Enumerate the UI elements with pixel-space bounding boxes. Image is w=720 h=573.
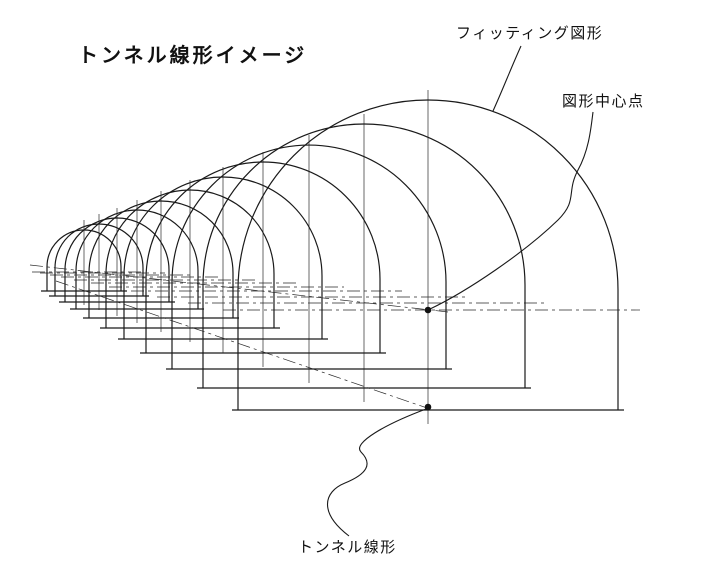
fitting-figure-label: フィッティング図形 <box>456 24 603 42</box>
tunnel-alignment-label: トンネル線形 <box>298 538 397 556</box>
tunnel-section-9 <box>40 214 165 310</box>
center-point-dot <box>424 403 432 411</box>
tunnel-section-0 <box>223 90 640 424</box>
tunnel-alignment-axis-line <box>55 280 431 410</box>
center-point-dot <box>424 306 432 314</box>
tunnel-section-6 <box>74 191 255 332</box>
section-arch-profile <box>88 200 234 318</box>
section-arch-profile <box>105 189 275 328</box>
tunnel-section-1 <box>188 114 547 402</box>
section-arch-profile <box>64 217 170 302</box>
section-arch-profile <box>145 161 381 353</box>
tunnel-section-7 <box>61 200 220 323</box>
section-arch-profile <box>123 176 323 339</box>
tunnel-alignment-leader-line <box>326 408 427 537</box>
section-arch-profile <box>202 123 526 388</box>
figure-centers-axis-line <box>29 264 449 313</box>
tunnel-sections-layer <box>32 90 640 424</box>
tunnel-section-4 <box>109 167 344 353</box>
figure-center-point-leader-line <box>429 111 594 310</box>
tunnel-section-2 <box>157 135 468 383</box>
section-arch-profile <box>54 223 144 296</box>
diagram-title: トンネル線形イメージ <box>78 43 307 67</box>
center-point-markers-layer <box>424 306 432 411</box>
section-arch-profile <box>171 144 447 369</box>
diagram-axes-layer <box>29 264 449 410</box>
section-arch-profile <box>75 209 199 309</box>
section-arch-profile <box>46 229 122 291</box>
tunnel-section-3 <box>131 152 402 367</box>
section-arch-profile <box>237 99 619 410</box>
fitting-figure-leader-line <box>492 45 522 112</box>
tunnel-section-8 <box>50 208 191 316</box>
figure-center-point-label: 図形中心点 <box>562 92 645 110</box>
